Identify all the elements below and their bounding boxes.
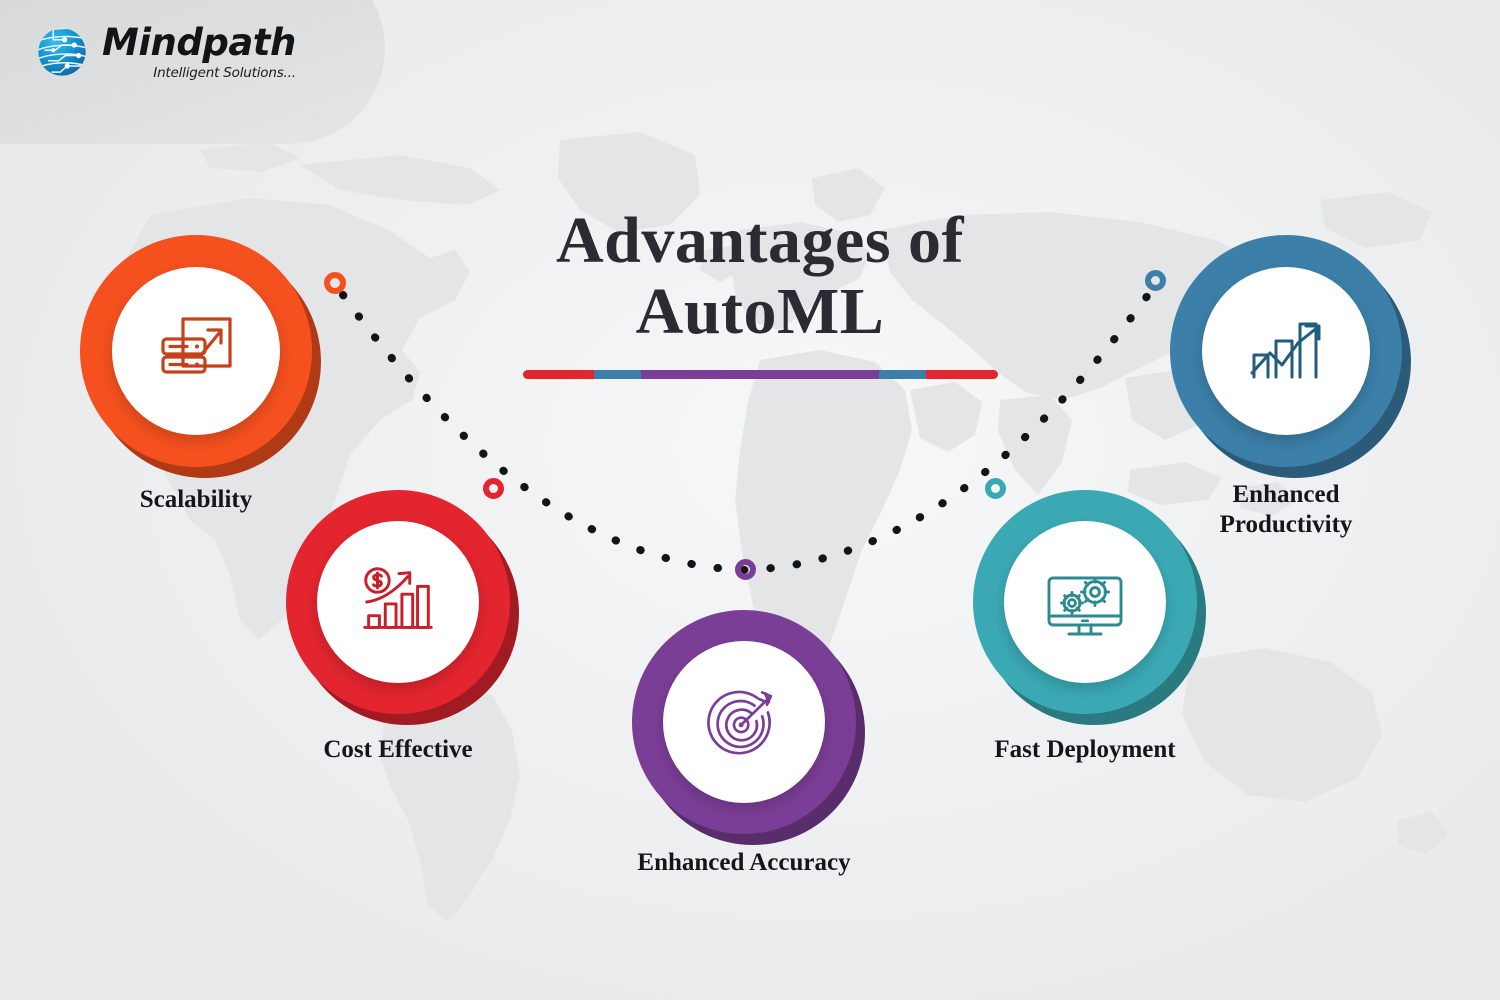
marker-cost-effective [483, 478, 504, 499]
node-fast-deployment[interactable]: Fast Deployment [973, 490, 1206, 763]
server-stack-arrow-icon [161, 317, 232, 374]
title-rule-segment-0 [522, 369, 594, 379]
node-label: Fast Deployment [994, 736, 1176, 763]
monitor-gears-icon [1047, 576, 1123, 636]
marker-fast-deployment [985, 478, 1006, 499]
bar-chart-rising-arrow-icon [1250, 322, 1321, 379]
brand-tagline: Intelligent Solutions... [153, 64, 296, 81]
node-enhanced-productivity[interactable]: Enhanced Productivity [1170, 235, 1411, 538]
marker-enhanced-productivity [1145, 270, 1166, 291]
inner-disc [1202, 267, 1370, 435]
inner-disc [1004, 521, 1166, 683]
brand-name: Mindpath [102, 21, 296, 64]
marker-enhanced-accuracy [735, 559, 756, 580]
title-line-1: Advantages of [555, 204, 964, 277]
inner-disc [663, 641, 825, 803]
node-enhanced-accuracy[interactable]: Enhanced Accuracy [632, 610, 865, 876]
node-scalability[interactable]: Scalability [80, 235, 321, 513]
title-line-2: AutoML [635, 275, 885, 349]
title-rule-segment-2 [641, 369, 879, 379]
marker-scalability [324, 272, 346, 294]
node-label: Enhanced Accuracy [637, 849, 851, 876]
node-label: Cost Effective [323, 736, 473, 763]
node-label: Enhanced Productivity [1219, 481, 1353, 538]
node-label: Scalability [139, 486, 253, 513]
globe-circuit-icon [38, 28, 86, 77]
target-dartboard-arrow-icon [707, 690, 773, 755]
title-rule-segment-1 [593, 369, 642, 379]
title-rule-segment-4 [926, 369, 998, 379]
title-rule-segment-3 [878, 369, 927, 379]
node-cost-effective[interactable]: Cost Effective [286, 490, 519, 763]
inner-disc [112, 267, 280, 435]
title-block: Advantages of AutoML [430, 205, 1090, 379]
inner-disc [317, 521, 479, 683]
brand-logo[interactable]: Mindpath Intelligent Solutions... [34, 21, 296, 81]
title-divider-rule [522, 369, 998, 379]
dollar-bar-chart-growth-icon [363, 567, 433, 629]
